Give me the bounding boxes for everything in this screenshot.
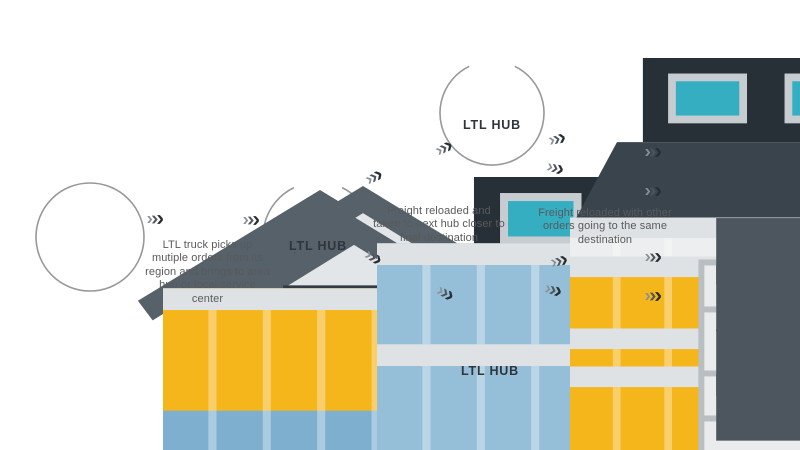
top-hub-circle bbox=[439, 65, 545, 166]
step-2-caption: Freight reloaded and taken to next hub c… bbox=[373, 205, 505, 244]
step-1-caption: LTL truck picks up mutiple orders from i… bbox=[145, 239, 270, 305]
motion-chevrons-icon bbox=[548, 133, 566, 146]
motion-chevrons-icon bbox=[364, 169, 384, 186]
mid-hub-label: LTL HUB bbox=[289, 239, 347, 253]
motion-chevrons-icon bbox=[546, 162, 564, 175]
step-3-caption: Freight reloaded with other orders going… bbox=[538, 207, 672, 246]
origin-region-circle bbox=[35, 182, 145, 292]
motion-chevrons-icon bbox=[147, 215, 163, 224]
motion-chevrons-icon bbox=[243, 216, 259, 225]
bottom-hub-label: LTL HUB bbox=[461, 364, 519, 378]
top-hub-label: LTL HUB bbox=[463, 118, 521, 132]
